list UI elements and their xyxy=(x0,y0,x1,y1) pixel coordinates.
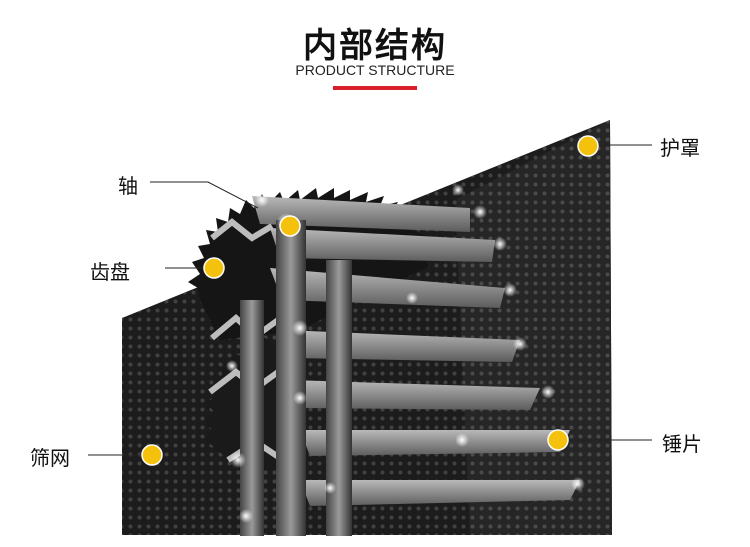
marker-guard xyxy=(577,135,599,157)
page-subtitle: PRODUCT STRUCTURE xyxy=(295,62,455,78)
leader-lines xyxy=(88,144,652,456)
marker-screen xyxy=(141,444,163,466)
label-shaft: 轴 xyxy=(118,174,138,198)
page-title: 内部结构 xyxy=(303,26,447,66)
shafts xyxy=(240,220,352,536)
marker-shaft xyxy=(279,215,301,237)
label-hammer: 锤片 xyxy=(662,432,702,456)
callout-markers xyxy=(141,135,599,466)
label-gear-disc: 齿盘 xyxy=(90,260,130,284)
title-accent-bar xyxy=(333,86,417,90)
marker-gear-disc xyxy=(203,257,225,279)
label-screen: 筛网 xyxy=(30,446,70,470)
label-guard: 护罩 xyxy=(660,136,700,160)
marker-hammer xyxy=(547,429,569,451)
